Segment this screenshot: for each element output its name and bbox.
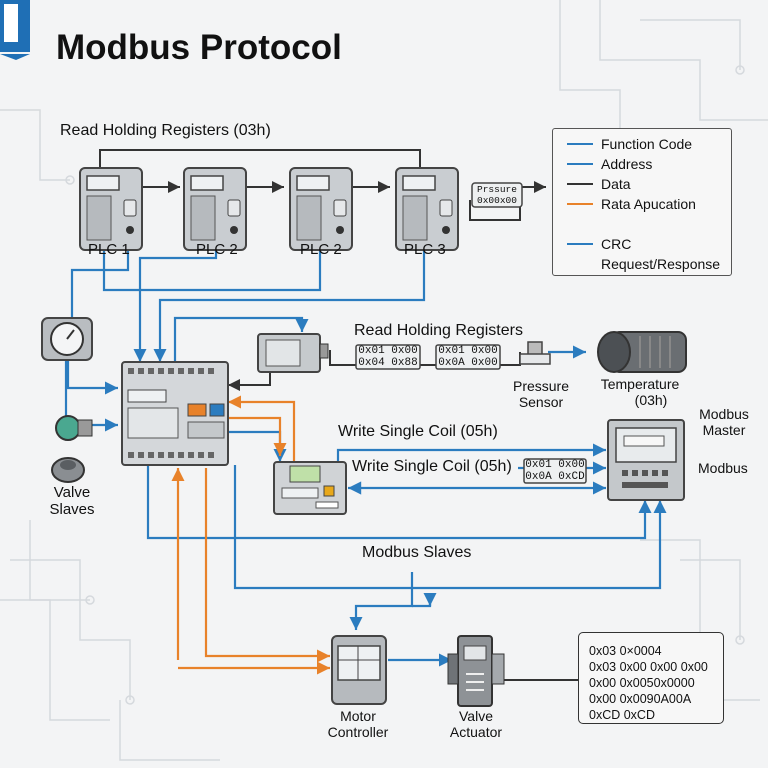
plc-3[interactable] <box>395 167 459 251</box>
central-controller[interactable] <box>121 361 229 466</box>
plc-bus-lines <box>99 149 546 221</box>
brand-logo-icon <box>0 0 30 60</box>
legend-item-rata-apucation: Rata Apucation <box>567 195 696 213</box>
plc-1[interactable] <box>79 167 143 251</box>
coil-frame-box <box>523 458 587 484</box>
pressure-gauge[interactable] <box>41 317 93 361</box>
byte-dump-panel: 0x03 0×0004 0x03 0x00 0x00 0x00 0x00 0x0… <box>578 632 724 724</box>
modbus-master-device[interactable] <box>607 419 685 501</box>
byte-line: 0x00 0x0090A00A <box>589 692 692 706</box>
legend-item-data: Data <box>567 175 631 193</box>
label-plc2b: PLC 2 <box>300 241 342 258</box>
legend-item-address: Address <box>567 155 652 173</box>
legend-item-crc: CRC <box>567 235 631 253</box>
motor-controller-device[interactable] <box>331 635 387 705</box>
mid-right-frame-box <box>435 344 501 370</box>
coil-module[interactable] <box>273 461 347 515</box>
label-read-holding-top: Read Holding Registers (03h) <box>60 122 271 139</box>
label-write-coil-1: Write Single Coil (05h) <box>338 423 498 440</box>
byte-line: 0xCD 0xCD <box>589 708 655 722</box>
legend-item-request-response: Request/Response <box>601 256 721 272</box>
label-read-holding-mid: Read Holding Registers <box>354 322 523 339</box>
temperature-device[interactable] <box>597 331 687 373</box>
byte-line: 0x03 0x00 0x00 0x00 <box>589 660 708 674</box>
plc-2a[interactable] <box>183 167 247 251</box>
label-write-coil-2: Write Single Coil (05h) <box>352 458 512 475</box>
legend: Function Code Address Data Rata Apucatio… <box>552 128 732 276</box>
valve-left[interactable] <box>51 415 93 483</box>
label-plc1: PLC 1 <box>88 241 130 258</box>
byte-line: 0x03 0×0004 <box>589 644 662 658</box>
drive-unit[interactable] <box>257 333 329 373</box>
legend-item-function-code: Function Code <box>567 135 692 153</box>
label-modbus: Modbus <box>698 460 748 476</box>
mid-left-frame-box <box>355 344 421 370</box>
label-modbus-slaves: Modbus Slaves <box>362 544 472 561</box>
byte-line: 0x00 0x0050x0000 <box>589 676 695 690</box>
page-title: Modbus Protocol <box>56 28 342 67</box>
pressure-sensor[interactable] <box>519 341 551 365</box>
label-temperature: Temperature(03h) <box>600 376 680 408</box>
label-plc2a: PLC 2 <box>196 241 238 258</box>
valve-actuator-device[interactable] <box>447 635 505 707</box>
plc-2b[interactable] <box>289 167 353 251</box>
orange-wiring <box>171 395 330 675</box>
label-plc3: PLC 3 <box>404 241 446 258</box>
plc3-frame-box <box>471 182 523 208</box>
blue-wiring <box>64 248 667 667</box>
